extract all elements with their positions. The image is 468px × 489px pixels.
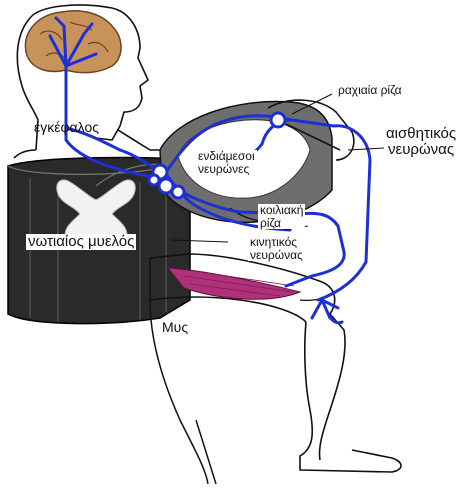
- label-interneurons-line2: νευρώνες: [198, 163, 255, 176]
- motor-neuron-cell: [149, 175, 159, 185]
- label-sensory-neuron-line1: αισθητικός: [386, 126, 456, 142]
- label-brain: εγκέφαλος: [34, 120, 99, 135]
- interneuron-cell-3: [172, 186, 184, 198]
- shin-branch: [330, 316, 342, 323]
- label-sensory-neuron: αισθητικός νευρώνας: [386, 126, 456, 158]
- label-muscle: Μυς: [162, 320, 188, 335]
- label-motor-neuron-line1: κινητικός: [250, 236, 303, 249]
- label-ventral-root-line1: κοιλιακή: [260, 204, 303, 217]
- label-sensory-neuron-line2: νευρώνας: [386, 142, 456, 158]
- label-motor-neuron: κινητικός νευρώνας: [248, 236, 305, 261]
- label-motor-neuron-line2: νευρώνας: [250, 249, 303, 262]
- label-interneurons-line1: ενδιάμεσοι: [198, 150, 255, 163]
- label-ventral-root-line2: ρίζα: [260, 217, 303, 230]
- label-dorsal-root: ραχιαία ρίζα: [338, 84, 402, 97]
- label-interneurons: ενδιάμεσοι νευρώνες: [196, 150, 257, 175]
- label-ventral-root: κοιλιακή ρίζα: [258, 204, 305, 229]
- dorsal-ganglion-cell: [271, 113, 285, 127]
- label-spinal-cord: νωτιαίος μυελός: [26, 234, 136, 250]
